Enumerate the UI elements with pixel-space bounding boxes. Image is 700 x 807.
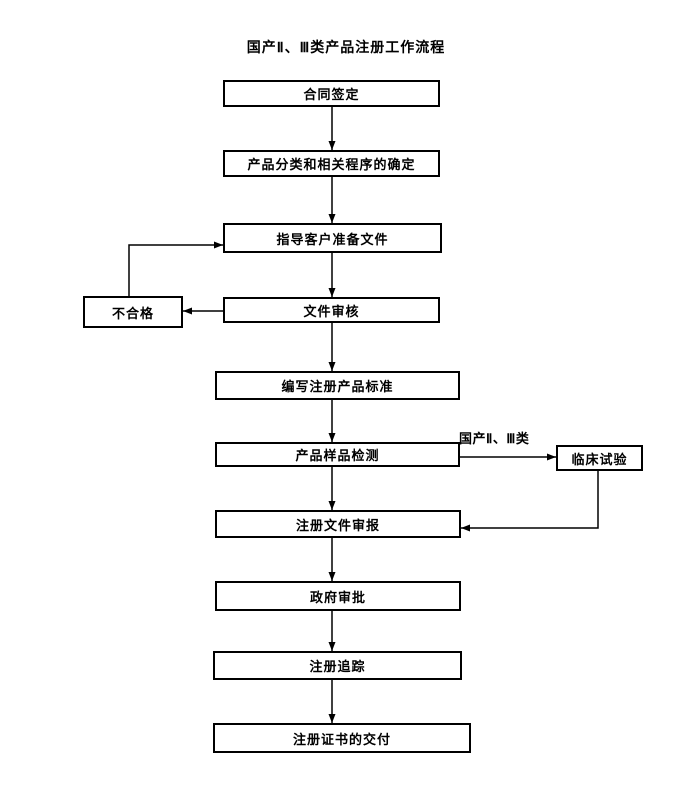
- flow-node-write-registration-product-standard: 编写注册产品标准: [215, 371, 460, 400]
- flow-node-guide-customer-prepare-documents: 指导客户准备文件: [223, 223, 442, 253]
- flow-node-label: 临床试验: [571, 451, 628, 467]
- flow-node-label: 产品分类和相关程序的确定: [247, 157, 416, 172]
- flow-node-clinical-trial: 临床试验: [556, 445, 643, 471]
- flow-node-label: 文件审核: [303, 303, 360, 319]
- flow-node-label: 指导客户准备文件: [276, 231, 389, 247]
- edge-unqualified-loop-to-guide: [128, 241, 223, 296]
- flow-node-label: 产品样品检测: [295, 448, 380, 463]
- flow-node-unqualified: 不合格: [83, 296, 183, 328]
- flow-node-product-classification: 产品分类和相关程序的确定: [223, 150, 440, 177]
- edge-clinical-to-submission: [461, 471, 599, 532]
- flow-node-government-approval: 政府审批: [215, 581, 461, 611]
- flow-node-label: 注册追踪: [309, 659, 366, 674]
- flow-node-label: 合同签定: [303, 87, 360, 102]
- flow-node-registration-tracking: 注册追踪: [213, 651, 462, 680]
- flow-node-label: 不合格: [111, 305, 154, 321]
- flow-node-contract-signing: 合同签定: [223, 80, 440, 107]
- flow-node-product-sample-testing: 产品样品检测: [215, 442, 460, 467]
- flow-node-label: 注册证书的交付: [292, 731, 391, 747]
- flow-node-label: 注册文件审报: [295, 517, 380, 533]
- flowchart-title: 国产Ⅱ、Ⅲ类产品注册工作流程: [246, 39, 446, 55]
- flow-node-label: 编写注册产品标准: [281, 379, 394, 394]
- edge-label-domestic-class: 国产Ⅱ、Ⅲ类: [459, 431, 530, 446]
- flow-node-registration-certificate-delivery: 注册证书的交付: [213, 723, 471, 753]
- flow-node-registration-document-submission: 注册文件审报: [215, 510, 461, 538]
- flow-node-label: 政府审批: [309, 589, 366, 605]
- flow-node-document-review: 文件审核: [223, 297, 440, 323]
